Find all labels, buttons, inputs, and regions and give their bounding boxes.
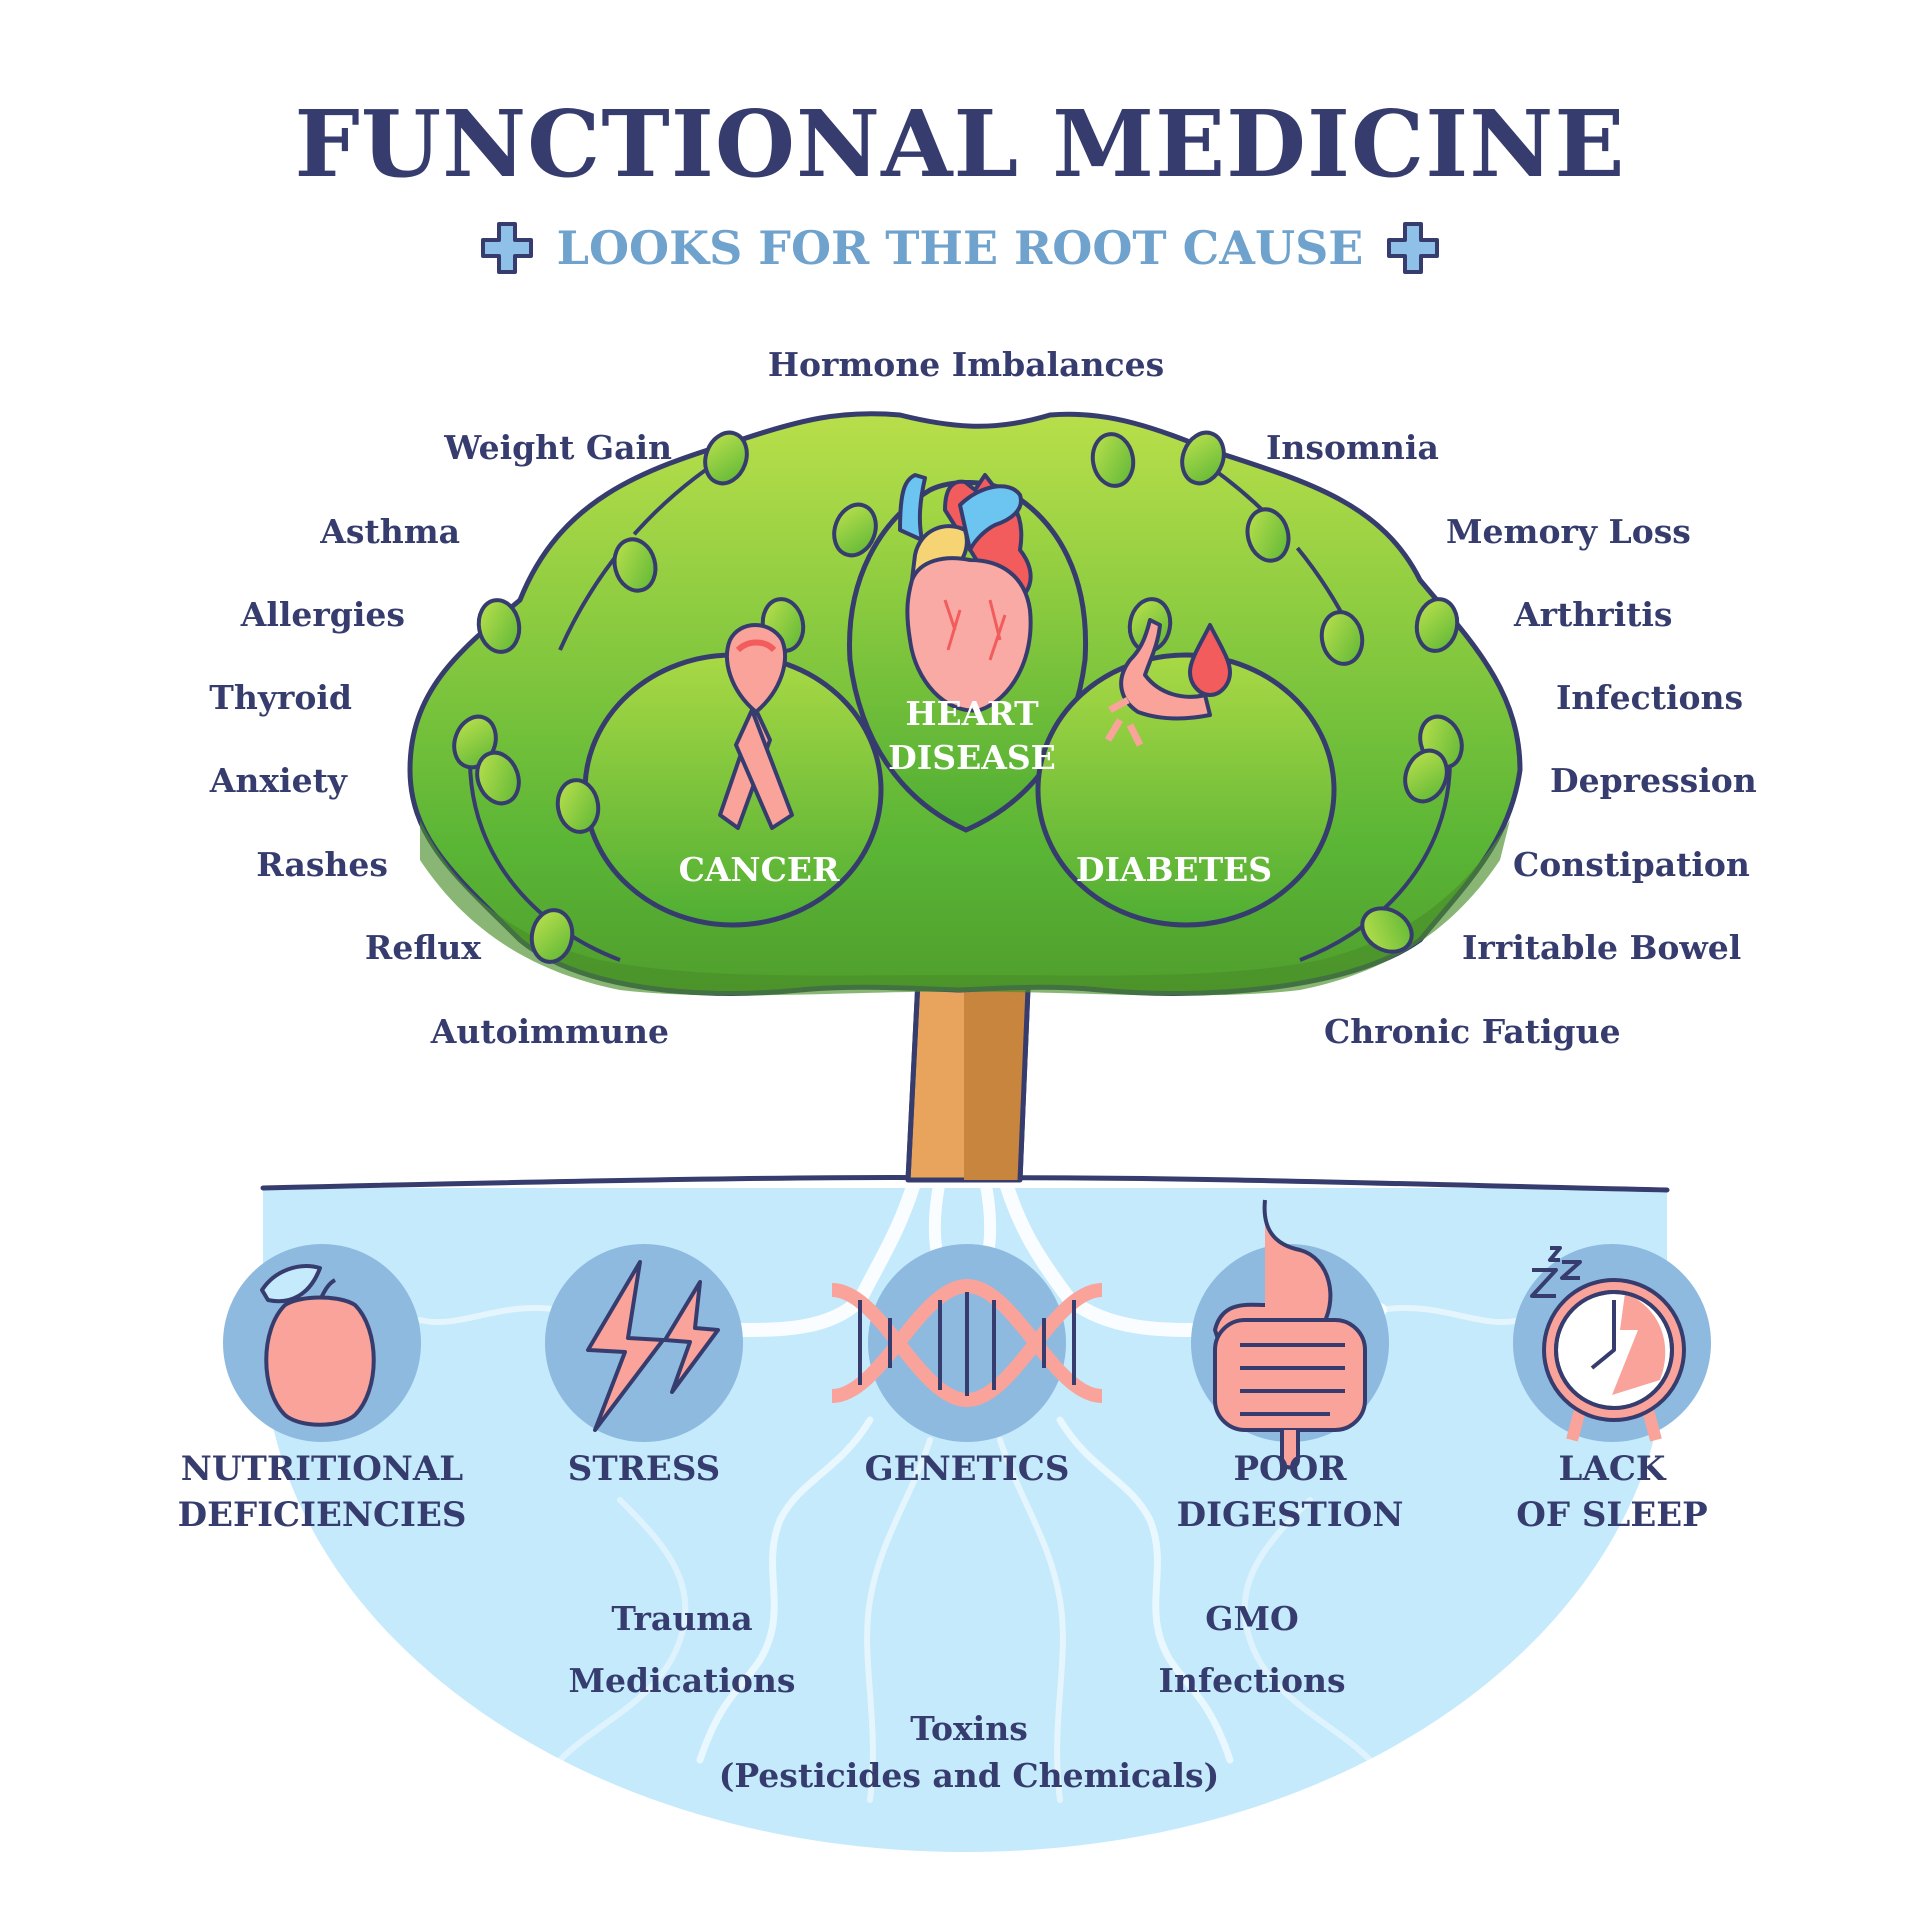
symptom-label: Insomnia xyxy=(1266,428,1439,467)
heart-organ-icon xyxy=(898,473,1033,713)
symptom-label: Allergies xyxy=(240,595,405,634)
disease-label-cancer: CANCER xyxy=(678,850,840,889)
symptom-label: Reflux xyxy=(364,928,481,967)
symptom-label: Rashes xyxy=(256,845,388,884)
subtitle-row: LOOKS FOR THE ROOT CAUSE xyxy=(0,218,1920,278)
root-cause-line: NUTRITIONAL xyxy=(180,1449,464,1489)
symptom-label: Asthma xyxy=(320,512,460,551)
symptom-label: Autoimmune xyxy=(430,1012,669,1051)
symptom-label: Irritable Bowel xyxy=(1462,928,1742,967)
root-cause-line: OF SLEEP xyxy=(1516,1495,1708,1535)
disease-label-line: DISEASE xyxy=(888,738,1056,777)
root-cause-line: DIGESTION xyxy=(1176,1495,1404,1535)
symptom-label-top: Hormone Imbalances xyxy=(767,345,1165,384)
subtitle: LOOKS FOR THE ROOT CAUSE xyxy=(556,221,1364,275)
symptom-label: Constipation xyxy=(1513,845,1750,884)
page-title: FUNCTIONAL MEDICINE xyxy=(294,90,1626,198)
factor-label: Infections xyxy=(1158,1661,1346,1700)
root-cause-sleep: LACK OF SLEEP xyxy=(1516,1446,1707,1538)
symptom-label: Chronic Fatigue xyxy=(1324,1012,1621,1051)
lightning-bolts-icon xyxy=(586,1260,720,1432)
root-cause-genetics: GENETICS xyxy=(865,1446,1070,1492)
root-cause-line: DEFICIENCIES xyxy=(177,1495,467,1535)
disease-label-line: HEART xyxy=(905,694,1039,733)
symptom-label: Weight Gain xyxy=(444,428,672,467)
symptom-label: Thyroid xyxy=(209,678,352,717)
root-cause-line: STRESS xyxy=(567,1449,721,1489)
awareness-ribbon-icon xyxy=(718,623,794,830)
factor-label: Toxins xyxy=(910,1709,1028,1748)
stomach-intestines-icon xyxy=(1213,1199,1367,1470)
root-cause-line: GENETICS xyxy=(864,1449,1070,1489)
disease-label-heart: HEART DISEASE xyxy=(888,692,1056,780)
root-cause-line: LACK xyxy=(1558,1449,1666,1489)
factor-label: GMO xyxy=(1205,1599,1299,1638)
alarm-clock-icon xyxy=(1530,1246,1686,1442)
dna-icon xyxy=(831,1278,1103,1408)
apple-icon xyxy=(260,1264,376,1427)
root-cause-nutritional: NUTRITIONAL DEFICIENCIES xyxy=(178,1446,467,1538)
medical-cross-icon xyxy=(1387,222,1440,274)
root-cause-line: POOR xyxy=(1233,1449,1347,1489)
medical-cross-icon xyxy=(480,222,533,274)
leaves xyxy=(452,430,1464,964)
symptom-label: Arthritis xyxy=(1514,595,1673,634)
factor-label: (Pesticides and Chemicals) xyxy=(718,1756,1220,1795)
root-cause-stress: STRESS xyxy=(568,1446,720,1492)
symptom-label: Memory Loss xyxy=(1446,512,1691,551)
factor-label: Trauma xyxy=(611,1599,753,1638)
factor-label: Medications xyxy=(568,1661,796,1700)
blood-vessel-drop-icon xyxy=(1104,618,1232,747)
symptom-label: Infections xyxy=(1556,678,1744,717)
symptom-label: Anxiety xyxy=(209,761,347,800)
symptom-label: Depression xyxy=(1550,761,1757,800)
disease-label-diabetes: DIABETES xyxy=(1075,850,1273,889)
root-cause-digestion: POOR DIGESTION xyxy=(1177,1446,1404,1538)
